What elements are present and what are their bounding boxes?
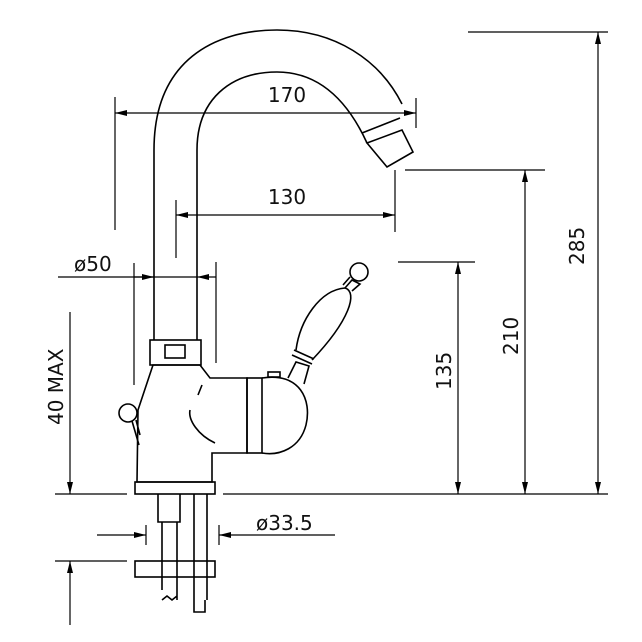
label-diameter-50: ø50 [74,252,112,276]
dimension-135: 135 [398,261,475,494]
tap-outline [118,29,415,613]
dimension-170: 170 [114,83,417,230]
cartridge-cap [246,377,263,454]
dimension-40-max: 40 MAX [44,312,73,625]
dimension-285: 285 [468,31,608,494]
dimension-diameter-50: ø50 [58,252,217,385]
lower-flange [134,560,216,578]
nut-flat [164,344,186,359]
supply-hose [157,494,181,602]
label-40-max: 40 MAX [44,348,68,425]
label-210: 210 [499,317,523,355]
diverter-stem [131,419,141,446]
label-170: 170 [268,83,306,107]
label-130: 130 [268,185,306,209]
lever-handle [287,262,369,385]
handle-knob [349,262,369,282]
valve-body [136,364,248,483]
label-diameter-33-5: ø33.5 [256,511,313,535]
threaded-rod [193,494,208,613]
spout-outer [153,29,403,340]
dimension-diameter-33-5: ø33.5 [97,511,335,545]
label-135: 135 [432,352,456,390]
spout-inner [196,71,368,340]
dimension-210: 210 [405,169,545,494]
deck-line [55,493,608,562]
body-detail [189,384,216,444]
spout-nozzle [361,117,415,169]
cartridge-dome [261,376,309,455]
diverter-knob [118,403,138,423]
cap-lug [267,371,281,378]
dimension-130: 130 [175,170,396,258]
top-flange [134,481,216,495]
label-285: 285 [565,227,589,265]
nut [149,339,202,366]
